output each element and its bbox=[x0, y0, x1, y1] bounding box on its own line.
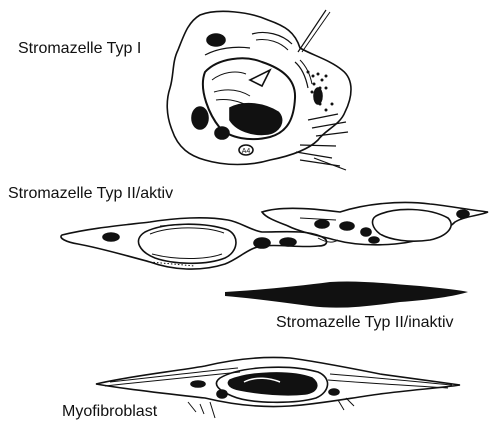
active-cell-left-nucleus bbox=[138, 224, 236, 263]
label-stromal-cell-type-2-inactive: Stromazelle Typ II/inaktiv bbox=[276, 315, 454, 331]
cell-annotation: A4 bbox=[242, 148, 251, 155]
cell-1-vesicle bbox=[215, 127, 229, 139]
stromal-cell-type-2-inactive bbox=[225, 281, 468, 307]
label-stromal-cell-type-2-active: Stromazelle Typ II/aktiv bbox=[8, 186, 173, 202]
label-stromal-cell-type-1: Stromazelle Typ I bbox=[18, 41, 141, 57]
active-cell-right-nucleus bbox=[373, 209, 452, 241]
cell-1-vesicle bbox=[314, 88, 322, 104]
stromal-cell-type-1 bbox=[167, 10, 351, 170]
inactive-cell-body bbox=[225, 281, 468, 307]
label-myofibroblast: Myofibroblast bbox=[62, 404, 157, 420]
stromal-cell-type-2-active bbox=[61, 202, 488, 269]
cell-1-vesicle bbox=[207, 34, 225, 46]
cell-1-vesicle bbox=[192, 107, 208, 129]
